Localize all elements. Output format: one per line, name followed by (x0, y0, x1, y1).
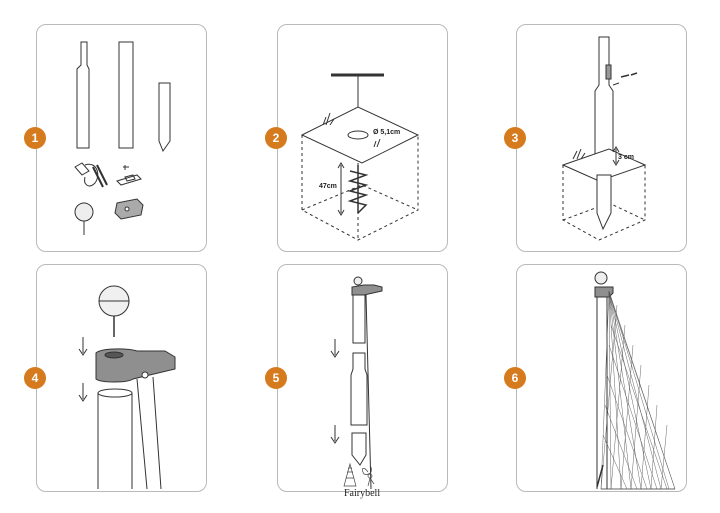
step-badge: 6 (504, 367, 526, 389)
brand-name: Fairybell (344, 488, 381, 499)
step-6-panel: 6 (504, 264, 687, 492)
hole-depth-label: 47cm (319, 183, 337, 190)
step-badge: 4 (24, 367, 46, 389)
step-4-panel: 4 (24, 264, 207, 492)
stack-pole-segments-illustration (330, 276, 383, 490)
hole-diameter-label: Ø 5,1cm (373, 129, 401, 136)
fairy-bell-logo-icon (343, 462, 375, 487)
step-1-panel: 1 (24, 24, 207, 252)
height-label: 3 cm (618, 154, 634, 161)
parts-overview-illustration (74, 41, 171, 235)
ground-drill-illustration (300, 73, 420, 241)
attach-finial-illustration (78, 285, 176, 490)
step-badge: 1 (24, 127, 46, 149)
step-badge: 2 (265, 127, 287, 149)
step-badge: 5 (265, 367, 287, 389)
step-badge: 3 (504, 127, 526, 149)
step-3-panel: 3 cm 3 (504, 24, 687, 252)
insert-ground-spike-illustration (561, 36, 647, 241)
step-2-panel: Ø 5,1cm 47cm 2 (265, 24, 448, 252)
step-5-panel: 5 (265, 264, 448, 492)
hang-light-net-illustration (594, 271, 676, 490)
